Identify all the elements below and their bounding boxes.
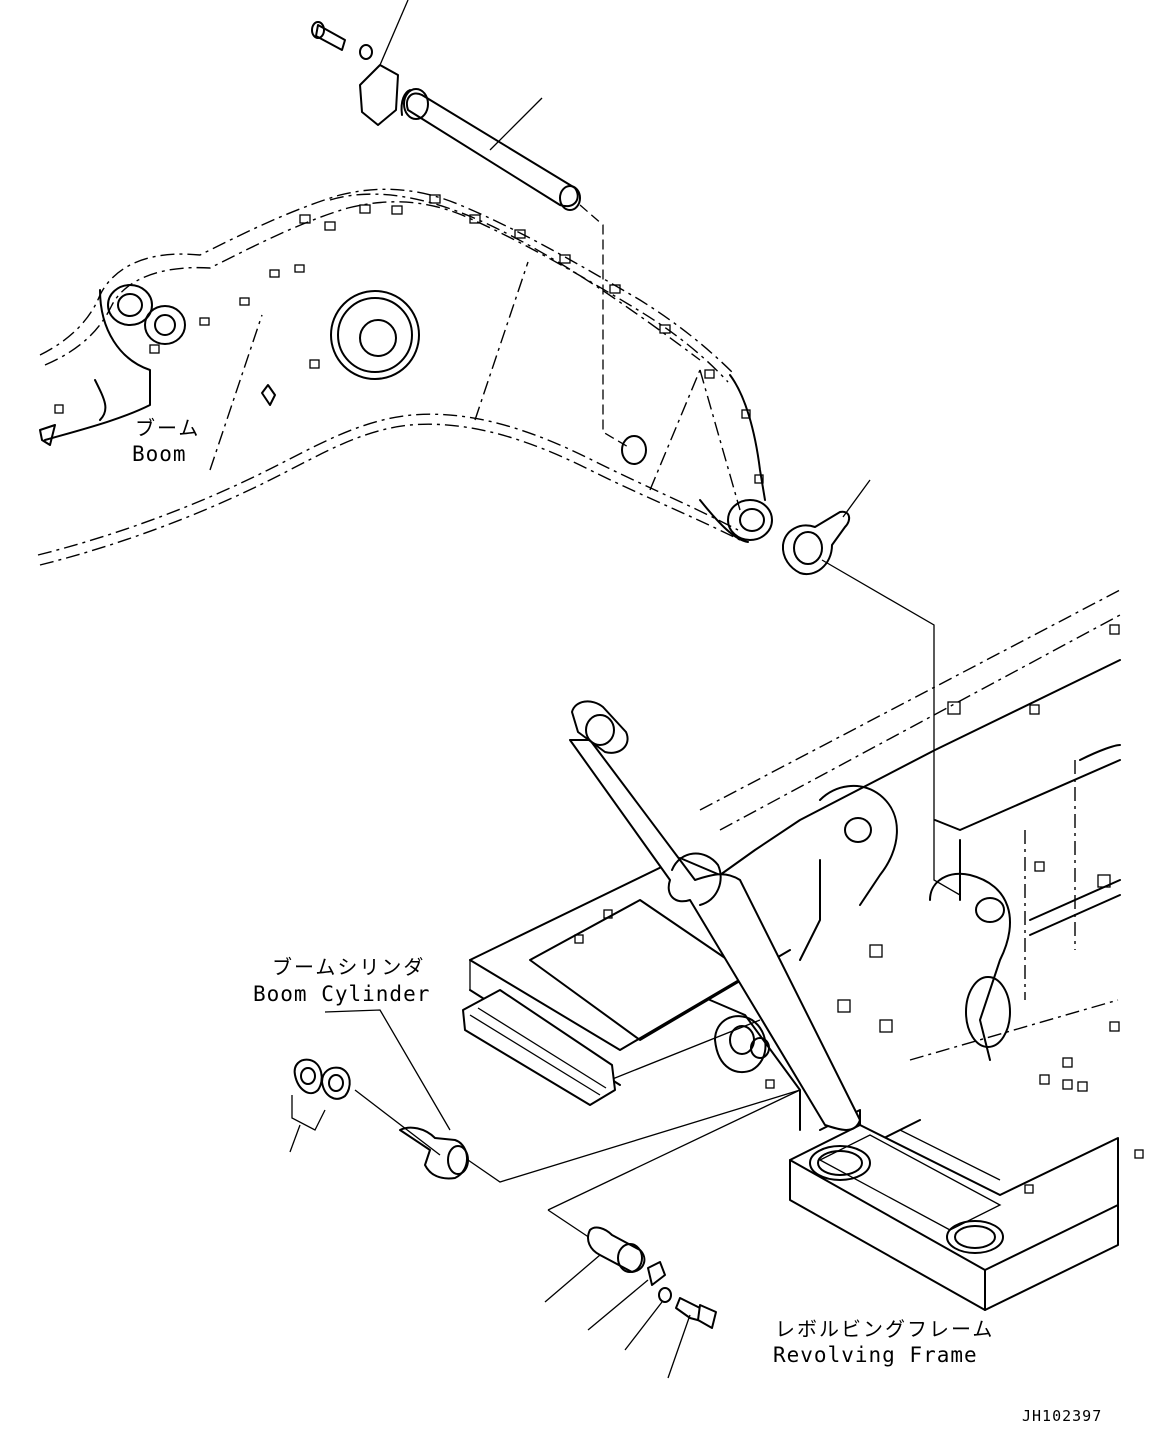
boom-label-en: Boom (132, 442, 187, 466)
boom-assembly (37, 188, 773, 566)
boom-cylinder-label-jp: ブームシリンダ (272, 955, 426, 979)
boom-label-jp: ブーム (135, 416, 201, 440)
boom-cylinder-label-en: Boom Cylinder (253, 982, 431, 1006)
revolving-frame-label-en: Revolving Frame (773, 1343, 978, 1367)
drawing-code: JH102397 (1022, 1407, 1103, 1425)
boom-cylinder-loose (324, 1009, 801, 1183)
keeper-plate-bolt (311, 0, 409, 126)
revolving-frame (462, 589, 1144, 1311)
foot-pin-hardware (544, 1089, 801, 1379)
shim-pair (289, 1058, 351, 1153)
shim-plate (781, 479, 871, 576)
leader-line (489, 97, 543, 151)
boom-top-pin (400, 88, 581, 211)
center-line (579, 204, 631, 449)
revolving-frame-label-jp: レボルビングフレーム (775, 1317, 995, 1341)
boom-cylinder-installed (569, 700, 861, 1131)
